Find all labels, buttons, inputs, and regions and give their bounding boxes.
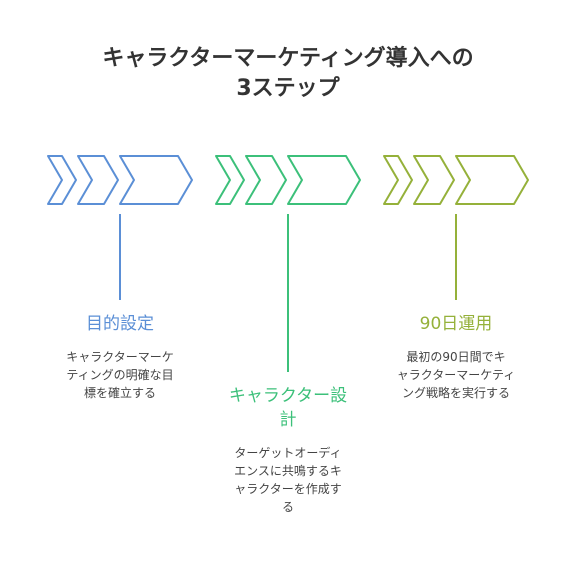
- title-line-1: キャラクターマーケティング導入への: [102, 46, 474, 71]
- step-2-chevron-1: [215, 155, 245, 205]
- step-3-desc-line: 最初の90日間でキ: [406, 350, 506, 364]
- step-3-arrow-group: [383, 155, 529, 300]
- step-2-chevron-2: [245, 155, 287, 205]
- step-1-description: キャラクターマーケ ティングの明確な目 標を確立する: [40, 348, 200, 402]
- step-1-desc-line: 標を確立する: [83, 386, 156, 400]
- step-1-desc-line: ティングの明確な目: [66, 368, 174, 382]
- step-1-chevron-3: [119, 155, 193, 205]
- step-3-chevron-1: [383, 155, 413, 205]
- step-2-description: ターゲットオーディ エンスに共鳴するキ ャラクターを作成す る: [208, 444, 368, 516]
- step-1-title: 目的設定: [86, 314, 154, 334]
- step-2-desc-line: ターゲットオーディ: [234, 446, 342, 460]
- step-2-title-line: キャラクター設: [228, 386, 348, 406]
- step-3-chevron-2: [413, 155, 455, 205]
- step-3-title: 90日運用: [419, 314, 493, 334]
- step-3-desc-line: ング戦略を実行する: [401, 386, 510, 400]
- step-2-chevron-3: [287, 155, 361, 205]
- step-2-desc-line: る: [281, 500, 294, 514]
- step-3-chevron-3: [455, 155, 529, 205]
- title-line-2: 3ステップ: [236, 76, 340, 101]
- step-3-description: 最初の90日間でキ ャラクターマーケティ ング戦略を実行する: [376, 348, 536, 402]
- step-3-desc-line: ャラクターマーケティ: [396, 368, 516, 382]
- step-2-arrow-group: [215, 155, 361, 372]
- step-2-title: キャラクター設 計: [198, 384, 378, 432]
- step-1-desc-line: キャラクターマーケ: [66, 350, 174, 364]
- page-title: キャラクターマーケティング導入への 3ステップ: [0, 44, 576, 104]
- step-2-desc-line: ャラクターを作成す: [234, 482, 342, 496]
- step-1-arrow-group: [47, 155, 193, 300]
- step-2-title-line: 計: [279, 410, 297, 430]
- step-2-desc-line: エンスに共鳴するキ: [234, 464, 342, 478]
- step-1-chevron-2: [77, 155, 119, 205]
- step-1-chevron-1: [47, 155, 77, 205]
